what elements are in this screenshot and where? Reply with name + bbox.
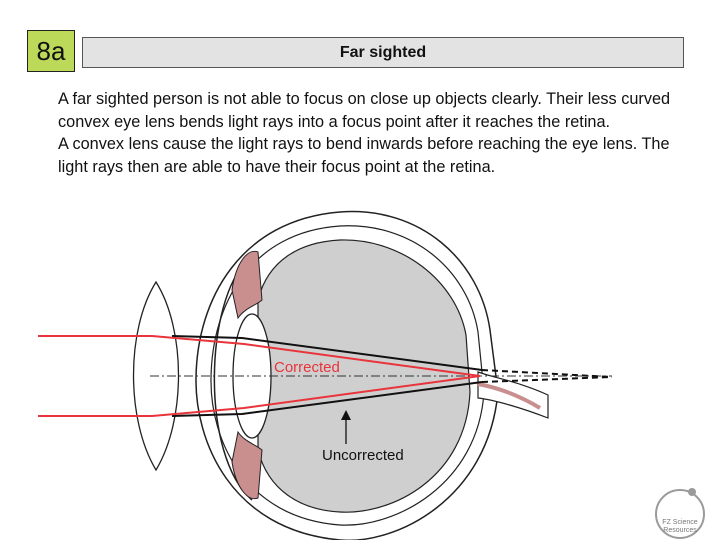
ray-corrected-bottom [38, 375, 481, 417]
ray-uncorrected-bottom [171, 381, 483, 417]
ciliary-muscle-bottom [231, 430, 263, 500]
body-text: A far sighted person is not able to focu… [58, 88, 698, 178]
ray-corrected-top [38, 335, 481, 377]
logo-ring-icon [655, 489, 705, 539]
ray-uncorrected-top [171, 335, 483, 371]
logo-text-line2: Resources [663, 527, 697, 534]
slide-number: 8a [27, 30, 75, 72]
paragraph-convex-lens: A convex lens cause the light rays to be… [58, 135, 670, 176]
logo: FZ Science Resources [655, 488, 705, 539]
ciliary-muscle-top [231, 250, 263, 320]
label-uncorrected: Uncorrected [322, 447, 404, 464]
ray-uncorrected-top-dashed [481, 369, 613, 378]
logo-dot-icon [688, 488, 696, 496]
optic-nerve-inner [477, 382, 542, 410]
page-title: Far sighted [82, 37, 684, 68]
pointer-uncorrected-arrowhead [341, 410, 351, 420]
label-corrected: Corrected [274, 359, 340, 376]
paragraph-far-sighted: A far sighted person is not able to focu… [58, 90, 671, 131]
logo-text-line1: FZ Science [662, 519, 698, 526]
ray-uncorrected-bottom-dashed [481, 376, 613, 383]
